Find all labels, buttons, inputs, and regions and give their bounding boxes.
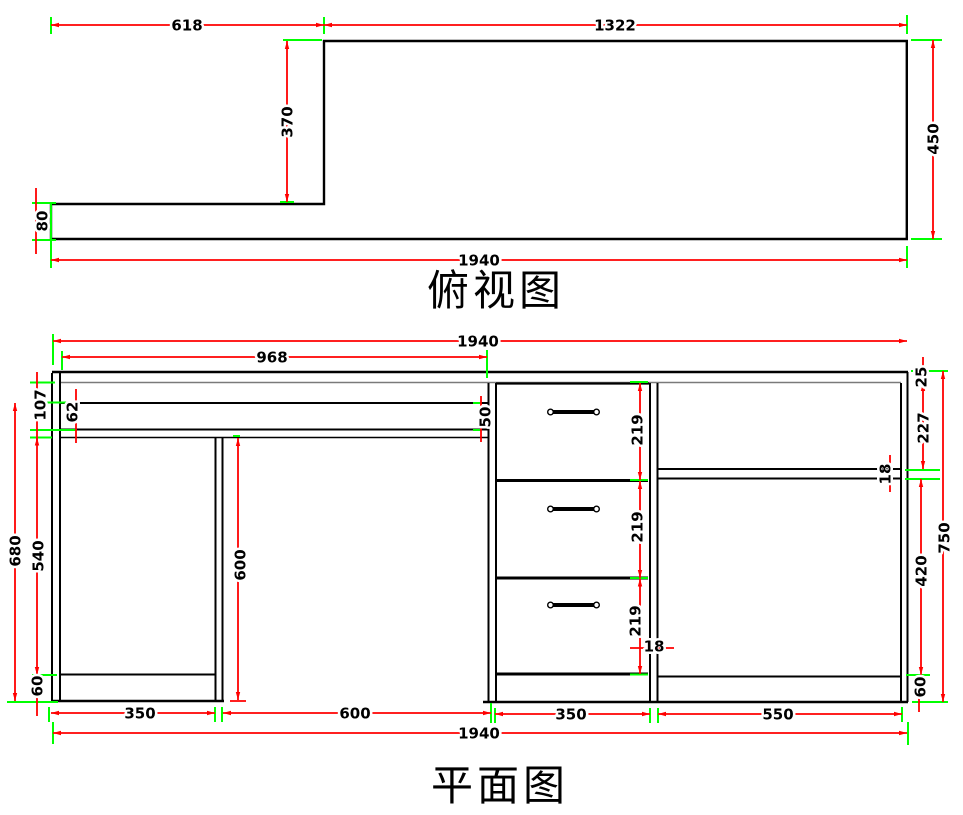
drawer-handle-middle bbox=[547, 505, 601, 513]
dim-label-420: 420 bbox=[912, 555, 930, 586]
small-dimension-lines bbox=[36, 357, 924, 716]
front-view-title: 平面图 bbox=[431, 761, 569, 810]
dim-label-550: 550 bbox=[762, 705, 793, 723]
top-view-outline bbox=[49, 39, 908, 241]
dim-label-350-left: 350 bbox=[124, 704, 155, 722]
dim-label-18-shelf: 18 bbox=[876, 464, 894, 485]
top-view: 618 1322 370 80 450 1940 俯视图 bbox=[31, 14, 945, 315]
left-cabinet-right-panel bbox=[214, 437, 224, 701]
right-shelf-lines bbox=[658, 468, 901, 480]
dim-label-219-bottom: 219 bbox=[626, 605, 644, 636]
top-view-title: 俯视图 bbox=[427, 266, 565, 315]
dim-label-370: 370 bbox=[278, 106, 296, 137]
left-side-panel bbox=[51, 373, 61, 701]
top-view-extension-lines bbox=[32, 15, 942, 268]
dim-label-540: 540 bbox=[29, 540, 47, 571]
dim-label-107: 107 bbox=[31, 389, 49, 420]
dim-label-50: 50 bbox=[476, 407, 494, 428]
dim-label-60-right: 60 bbox=[911, 677, 929, 698]
dim-label-1940-front-bottom: 1940 bbox=[458, 724, 500, 742]
dim-label-60-left: 60 bbox=[28, 676, 46, 697]
dim-label-600-vertical: 600 bbox=[231, 549, 249, 580]
front-view-extension-lines bbox=[7, 334, 948, 745]
dim-label-227: 227 bbox=[914, 412, 932, 443]
dim-label-618: 618 bbox=[171, 16, 202, 34]
dim-label-25: 25 bbox=[912, 367, 930, 388]
dim-label-62: 62 bbox=[63, 402, 81, 423]
dim-label-680: 680 bbox=[6, 535, 24, 566]
drawer-handle-bottom bbox=[547, 601, 601, 609]
dim-label-450: 450 bbox=[924, 123, 942, 154]
dim-label-968: 968 bbox=[256, 348, 287, 366]
right-side-panel bbox=[900, 372, 909, 702]
dim-label-750: 750 bbox=[935, 522, 953, 553]
dim-label-350-right: 350 bbox=[555, 705, 586, 723]
drawer-handle-top bbox=[547, 408, 601, 416]
dim-label-18-divider: 18 bbox=[644, 637, 665, 655]
dim-label-1322: 1322 bbox=[594, 16, 636, 34]
pencil-drawer-strip bbox=[60, 402, 488, 431]
dim-label-219-middle: 219 bbox=[628, 511, 646, 542]
drawer-divider-left bbox=[487, 383, 497, 702]
dim-label-1940-front-top: 1940 bbox=[457, 332, 499, 350]
dim-label-219-top: 219 bbox=[628, 414, 646, 445]
dim-label-80: 80 bbox=[33, 211, 51, 232]
front-view: 1940 968 107 62 50 680 540 60 600 219 21… bbox=[4, 330, 956, 810]
dim-label-1940-top-view: 1940 bbox=[458, 251, 500, 269]
dim-label-600-horizontal: 600 bbox=[339, 704, 370, 722]
drawer-separators bbox=[497, 479, 648, 676]
